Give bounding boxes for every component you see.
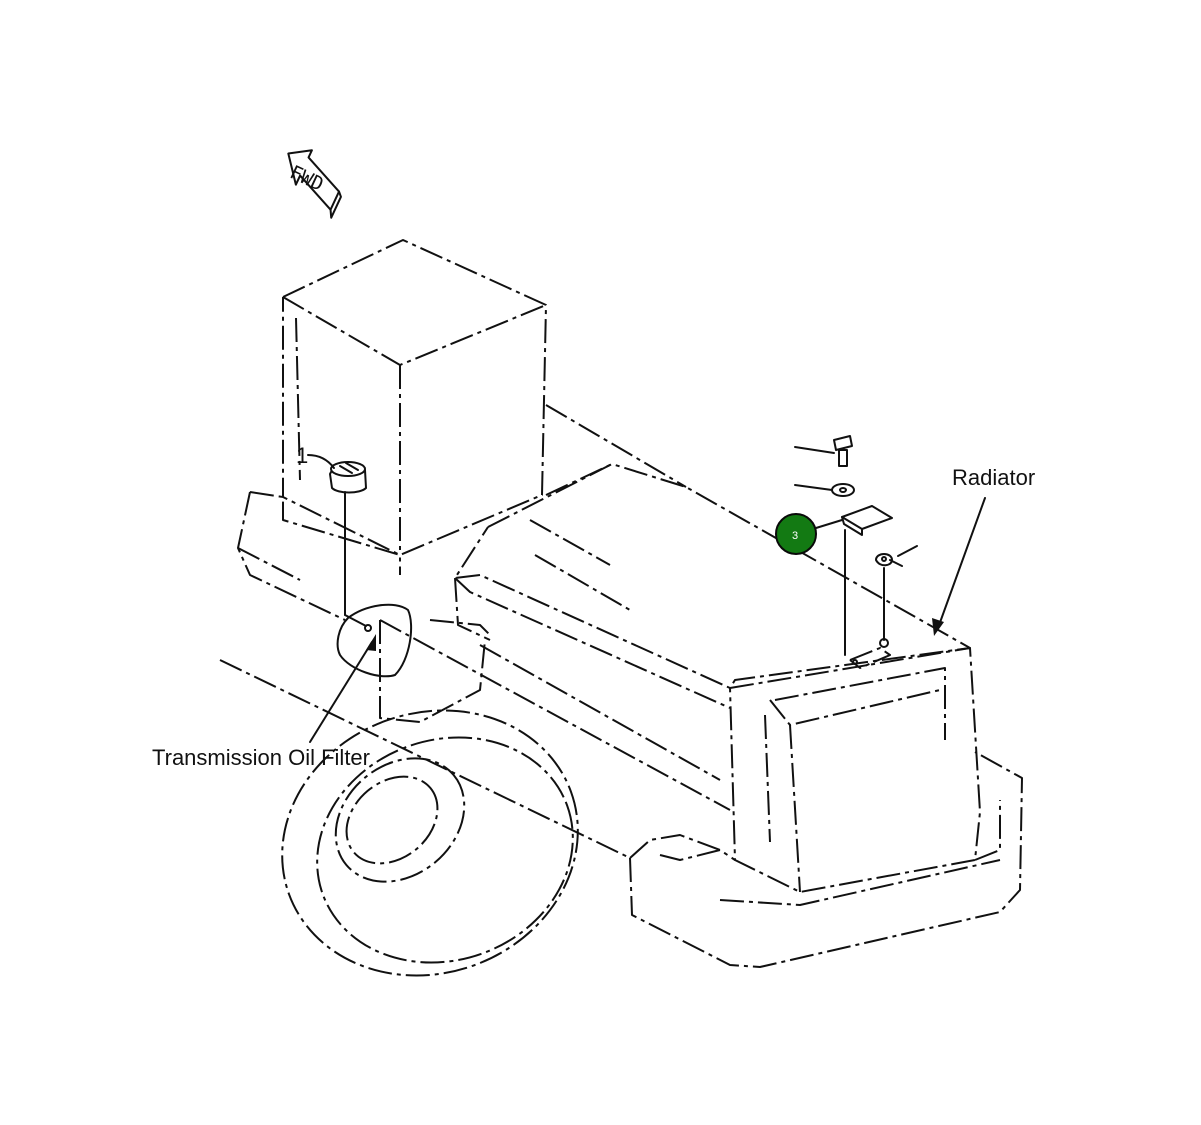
callout-3-marker[interactable]: 3 [775, 513, 817, 555]
callout-3-number: 3 [792, 530, 798, 542]
transmission-oil-filter-arrow-line [309, 641, 373, 743]
clamp-icon [875, 553, 903, 567]
cab-outline [282, 239, 547, 556]
radiator-arrow-line [937, 497, 986, 629]
part-1-connector-line [344, 614, 367, 627]
part-1-cap-icon [329, 461, 367, 494]
bolt-icon [833, 435, 853, 467]
clamp-leader-line [897, 545, 918, 557]
rear-fender-outline [237, 491, 401, 621]
frame-lines [219, 619, 731, 859]
bracket-plate-icon [841, 505, 893, 536]
engine-hood-outline [454, 404, 971, 709]
rear-frame-outline [629, 751, 1023, 968]
washer-leader-line [794, 484, 833, 491]
item-1-leader [307, 454, 335, 469]
fwd-arrow-icon: FWD [286, 149, 342, 219]
item-1-label: 1 [296, 443, 308, 468]
radiator-arrowhead-icon [932, 618, 944, 636]
radiator-label: Radiator [952, 465, 1035, 490]
transmission-oil-filter-arrowhead-icon [366, 634, 376, 651]
transmission-oil-filter-label: Transmission Oil Filter [152, 745, 370, 770]
rear-wheel-outline [281, 619, 579, 977]
radiator-outline [729, 647, 981, 893]
washer-icon [831, 483, 855, 497]
callout-3-leader-line [815, 519, 843, 529]
mounting-bracket-outline [849, 638, 891, 669]
bolt-leader-line [794, 446, 835, 454]
transmission-oil-filter-cover [336, 603, 413, 678]
